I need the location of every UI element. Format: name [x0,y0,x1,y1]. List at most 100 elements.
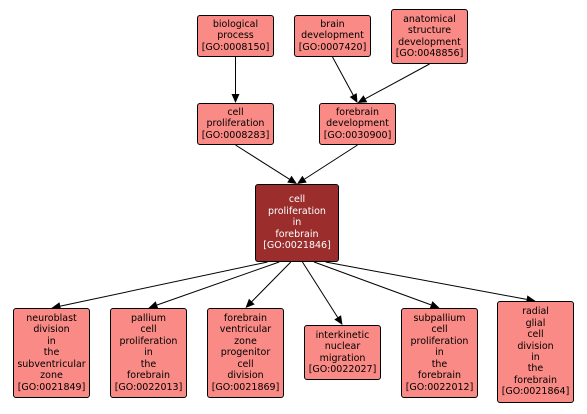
node-label-line: cell [237,358,254,370]
edge-fd-cpf [304,144,358,180]
node-label-line: cell [227,106,244,118]
arrowhead-cp-cpf [287,175,297,184]
edge-cpf-scp [313,261,432,306]
edge-cpf-rgd [325,261,527,300]
node-label-line: the [431,358,448,370]
node-label-line: [GO:0048856] [395,47,464,59]
arrowhead-bd-fd [349,93,358,103]
node-label-line: development [326,118,389,130]
node-label-line: in [47,335,56,347]
node-label-line: neuroblast [26,313,77,325]
node-label-line: anatomical [403,13,456,25]
node-label-line: structure [407,25,452,37]
node-label-line: the [140,358,157,370]
arrowhead-cpf-fvz [245,298,255,308]
node-label-line: nuclear [324,341,361,353]
node-label-line: in [144,347,153,359]
node-label-line: development [398,36,461,48]
node-label-line: interkinetic [315,329,370,341]
node-label-line: ventricular [219,324,272,336]
node-label-line: progenitor [220,347,271,359]
node-label-line: forebrain [417,370,462,382]
node-label-line: proliferation [119,335,178,347]
node-label-line: forebrain [513,374,558,386]
node-label-line: [GO:0022012] [405,381,474,393]
node-label-line: radial [522,306,549,318]
edge-cpf-pcp [156,261,280,306]
node-label-line: zone [234,335,257,347]
node-label-line: [GO:0021864] [501,386,570,398]
node-label-line: in [531,352,540,363]
arrowhead-fd-cpf [297,175,307,184]
edge-cpf-fvz [251,261,292,302]
node-label-line: zone [40,370,63,382]
node-label-line: subpallium [413,313,466,325]
arrowhead-asd-fd [357,95,368,103]
edge-cpf-nd [60,261,268,307]
node-label-line: division [33,324,70,336]
node-label-line: forebrain [223,313,268,325]
node-label-line: migration [319,352,366,364]
node-label-line: cell [140,324,157,336]
edge-cp-cpf [235,144,290,180]
node-label-line: cell [527,329,544,341]
node-label-line: [GO:0021846] [263,240,331,252]
node-label-line: [GO:0022013] [114,381,183,393]
node-label-line: the [527,363,544,375]
node-label-line: [GO:0022027] [308,363,377,375]
node-label-line: [GO:0030900] [323,129,392,141]
node-label-line: proliferation [410,335,469,347]
node-label-line: in [435,347,444,359]
node-label-line: proliferation [268,205,326,217]
arrowhead-cpf-scp [429,301,440,309]
node-label-line: process [217,30,254,42]
edge-cpf-inm [302,261,339,318]
node-label-line: pallium [130,313,167,325]
node-label-line: subventricular [17,358,86,370]
node-label-line: the [43,347,60,359]
node-label-line: division [517,340,554,352]
edge-bd-fd [332,56,354,96]
node-label-line: in [292,217,302,229]
node-label-line: [GO:0008283] [201,129,270,141]
arrowhead-cpf-inm [334,315,343,325]
node-label-line: brain [320,18,345,30]
node-label-line: [GO:0021849] [17,381,86,393]
node-label-line: division [227,370,264,382]
node-label-line: forebrain [126,370,171,382]
node-label-line: [GO:0008150] [201,41,270,53]
node-label-line: glial [525,317,546,329]
node-label-line: development [301,30,364,42]
node-label-line: forebrain [275,228,319,240]
arrowhead-cpf-pcp [148,301,159,309]
node-label-line: proliferation [206,118,265,130]
node-label-line: [GO:0021869] [211,381,280,393]
node-label-line: [GO:0007420] [298,41,367,53]
node-label-line: biological [212,18,259,30]
edge-asd-fd [365,63,430,100]
